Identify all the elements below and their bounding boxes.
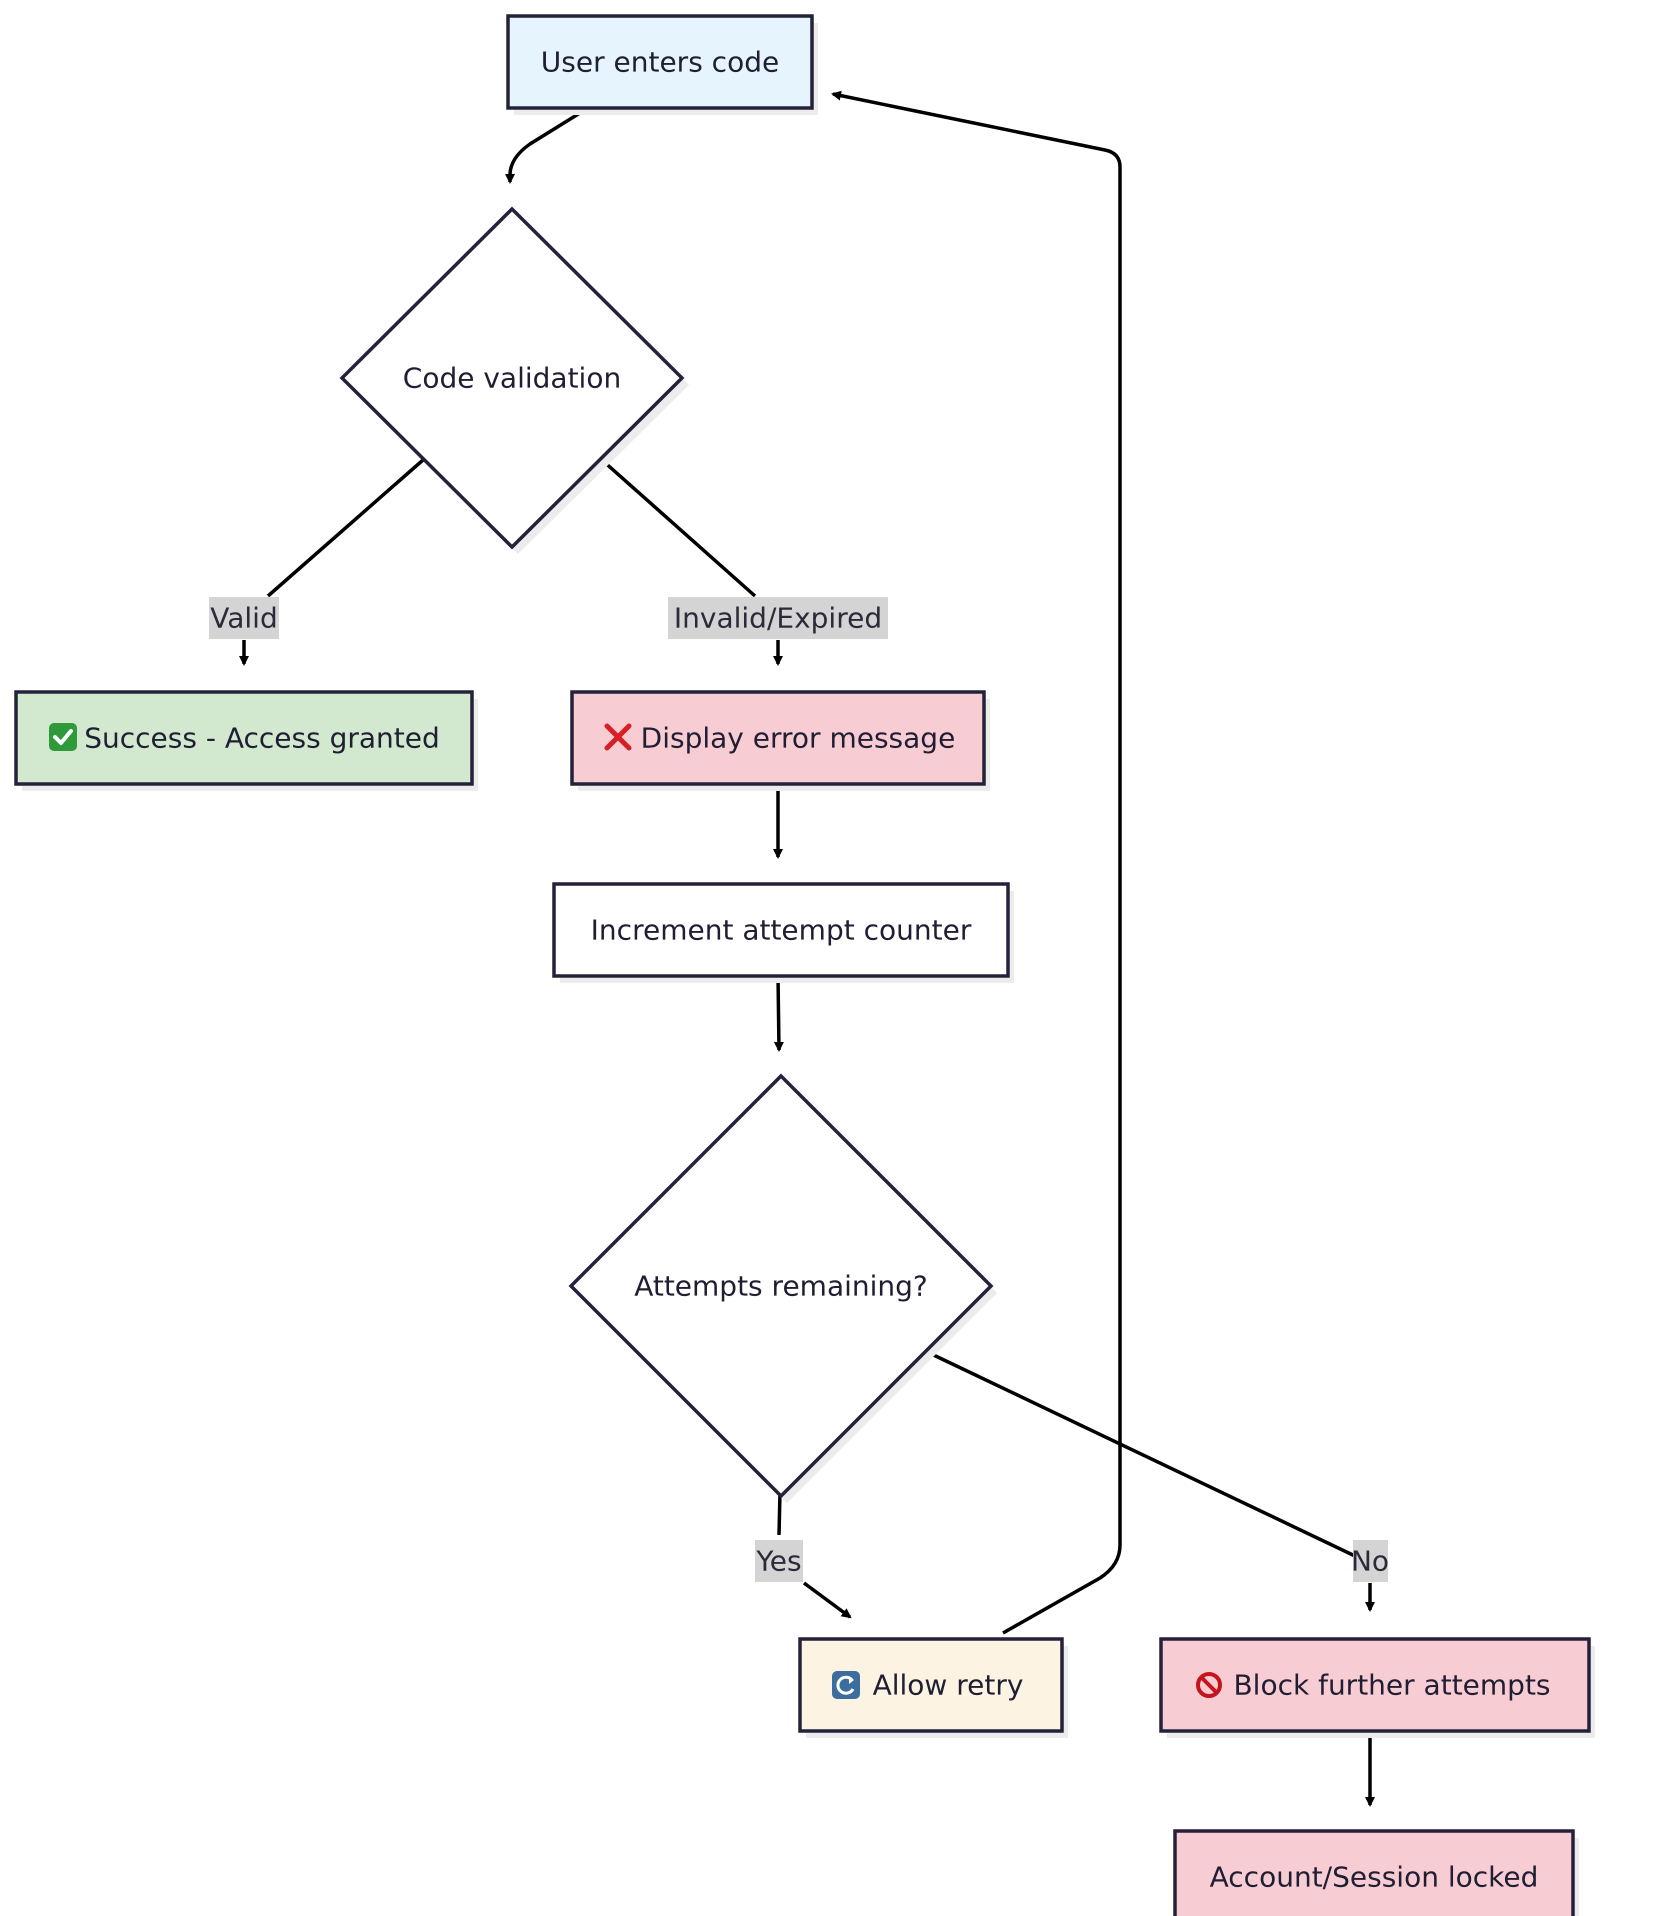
edge-label-invalid-expired: Invalid/Expired bbox=[668, 597, 888, 639]
svg-text:User enters code: User enters code bbox=[541, 46, 779, 79]
prohibited-icon bbox=[1196, 1672, 1222, 1698]
node-success[interactable]: Success - Access granted bbox=[14, 690, 478, 791]
edges-layer bbox=[244, 90, 1370, 1807]
edge-no bbox=[922, 1348, 1370, 1610]
node-code-validation[interactable]: Code validation bbox=[339, 206, 689, 554]
svg-text:Yes: Yes bbox=[755, 1545, 801, 1578]
svg-text:Valid: Valid bbox=[210, 602, 277, 635]
edge-start-to-validation bbox=[505, 106, 589, 184]
edge-label-valid: Valid bbox=[209, 597, 279, 639]
nodes-layer: User enters code Code validation Success… bbox=[14, 14, 1595, 1916]
svg-text:No: No bbox=[1351, 1545, 1389, 1578]
svg-text:Account/Session locked: Account/Session locked bbox=[1210, 1861, 1539, 1894]
svg-text:Display error message: Display error message bbox=[641, 722, 956, 755]
svg-text:Allow retry: Allow retry bbox=[873, 1669, 1024, 1702]
edge-increment-to-attempts bbox=[773, 974, 784, 1052]
edge-valid bbox=[244, 458, 425, 664]
cross-mark-icon bbox=[604, 723, 632, 751]
node-display-error[interactable]: Display error message bbox=[570, 690, 990, 791]
node-block-attempts[interactable]: Block further attempts bbox=[1159, 1637, 1595, 1738]
refresh-icon bbox=[832, 1671, 860, 1699]
edge-retry-loop bbox=[831, 90, 1122, 1635]
svg-text:Increment attempt counter: Increment attempt counter bbox=[591, 914, 972, 947]
edge-invalid bbox=[600, 458, 778, 664]
node-account-locked[interactable]: Account/Session locked bbox=[1173, 1829, 1579, 1916]
svg-text:Attempts remaining?: Attempts remaining? bbox=[634, 1270, 928, 1303]
edge-label-yes: Yes bbox=[755, 1540, 803, 1582]
svg-text:Block further attempts: Block further attempts bbox=[1233, 1669, 1550, 1702]
svg-text:Invalid/Expired: Invalid/Expired bbox=[674, 602, 882, 635]
check-mark-icon bbox=[49, 723, 77, 751]
edge-label-no: No bbox=[1351, 1540, 1389, 1582]
edge-yes bbox=[777, 1491, 850, 1617]
node-user-enters-code[interactable]: User enters code bbox=[506, 14, 818, 115]
svg-text:Success - Access granted: Success - Access granted bbox=[84, 722, 440, 755]
edge-labels-layer: Valid Invalid/Expired Yes No bbox=[209, 597, 1389, 1582]
node-allow-retry[interactable]: Allow retry bbox=[798, 1637, 1068, 1738]
svg-text:Code validation: Code validation bbox=[403, 362, 621, 395]
node-attempts-remaining[interactable]: Attempts remaining? bbox=[568, 1073, 997, 1503]
node-increment-counter[interactable]: Increment attempt counter bbox=[552, 882, 1014, 983]
